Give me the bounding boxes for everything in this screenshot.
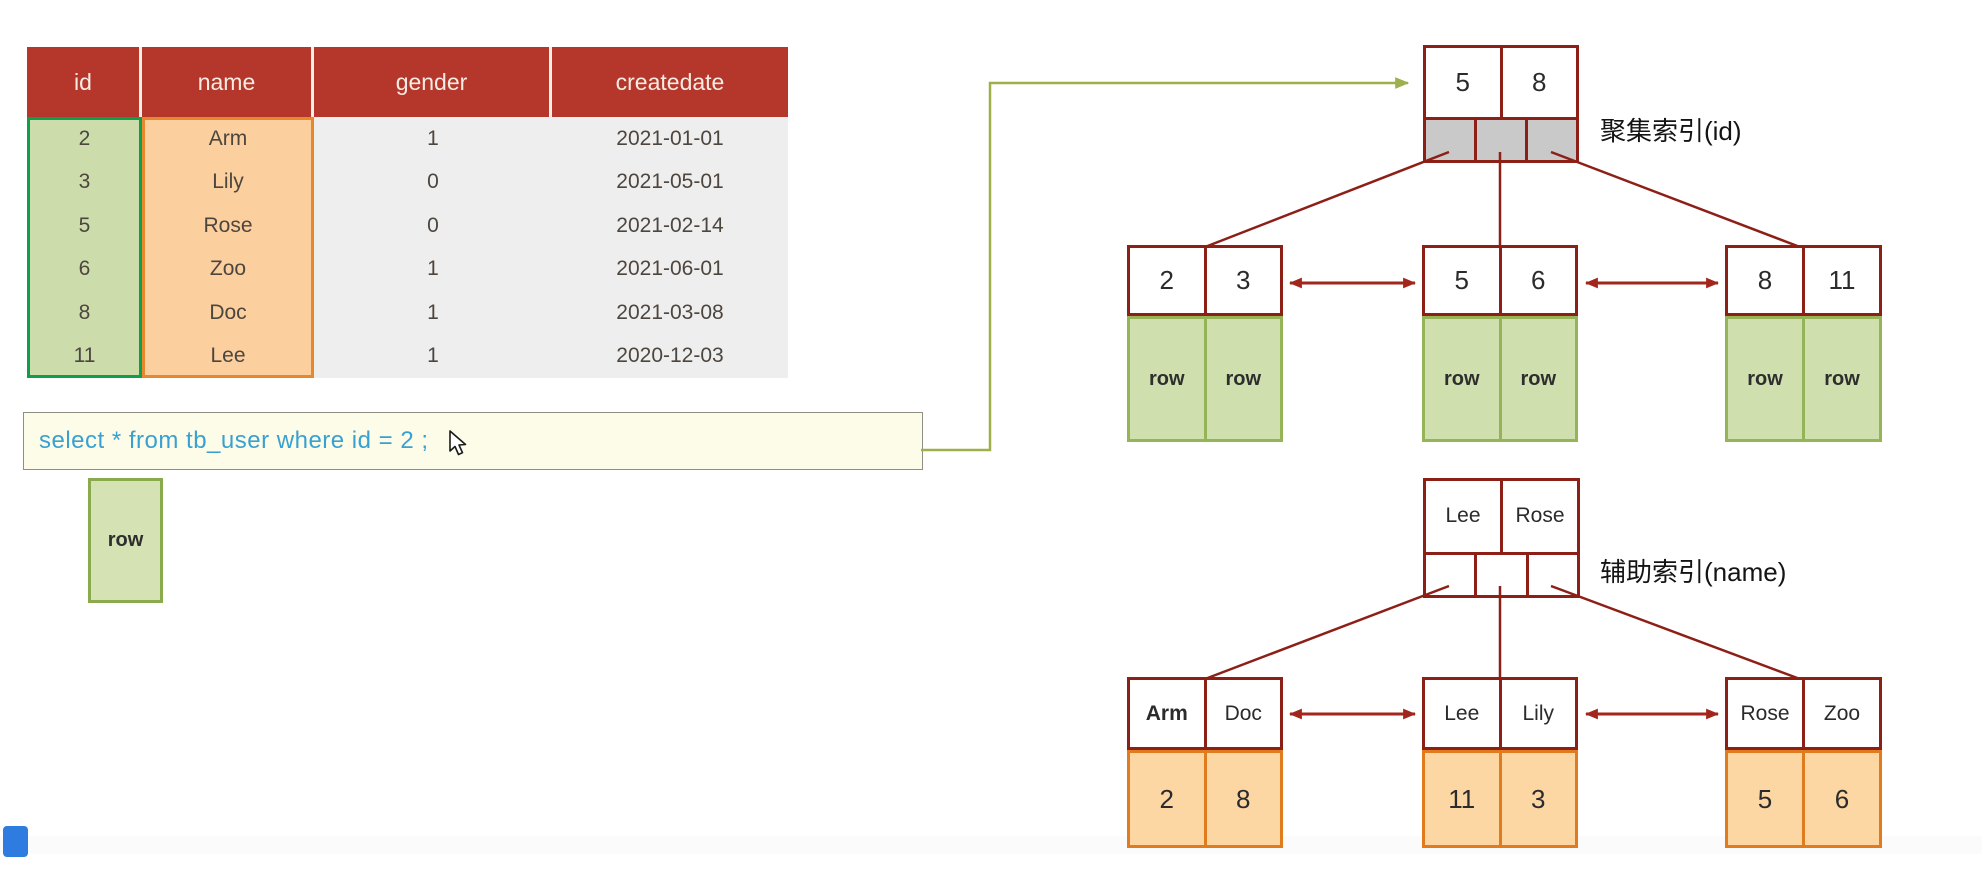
cell-gender: 1 [314, 247, 552, 291]
secondary-leaf-2-keys: Lee Lily [1422, 677, 1578, 750]
cell-name: Lily [142, 160, 314, 204]
pointer-cell [1525, 120, 1576, 160]
corner-decoration [3, 826, 28, 857]
row-cell: row [1747, 367, 1783, 390]
cell-name: Doc [142, 291, 314, 335]
cell-id: 3 [27, 160, 142, 204]
secondary-root-node: Lee Rose [1423, 478, 1580, 598]
cell-id: 6 [27, 247, 142, 291]
clustered-leaf-1-keys: 2 3 [1127, 245, 1283, 316]
cell-id: 11 [27, 334, 142, 378]
cell-date: 2021-03-08 [552, 291, 788, 335]
table-row: 5 Rose 0 2021-02-14 [27, 204, 788, 248]
secondary-leaf-1-keys: Arm Doc [1127, 677, 1283, 750]
cell-id: 5 [27, 204, 142, 248]
key-cell: 6 [1498, 248, 1576, 313]
cell-date: 2021-01-01 [552, 117, 788, 161]
clustered-root-keys: 5 8 [1426, 48, 1577, 118]
cell-gender: 0 [314, 204, 552, 248]
cell-date: 2020-12-03 [552, 334, 788, 378]
secondary-root-pointers [1426, 551, 1577, 595]
pointer-cell [1426, 120, 1474, 160]
secondary-index-label: 辅助索引(name) [1600, 557, 1787, 587]
secondary-leaf-3-values: 5 6 [1725, 750, 1882, 848]
pointer-cell [1426, 554, 1475, 595]
clustered-leaf-2-rows: row row [1422, 316, 1578, 442]
key-cell: Arm [1145, 701, 1188, 725]
sql-query-box: select * from tb_user where id = 2 ; [23, 412, 923, 470]
row-cell: row [1203, 319, 1281, 439]
key-cell: 8 [1757, 265, 1773, 295]
key-cell: Lee [1445, 504, 1481, 528]
clustered-leaf-2-keys: 5 6 [1422, 245, 1578, 316]
column-header-gender: gender [314, 47, 552, 117]
cell-date: 2021-05-01 [552, 160, 788, 204]
cell-name: Rose [142, 204, 314, 248]
secondary-root-keys: Lee Rose [1426, 481, 1577, 552]
pointer-cell [1474, 120, 1525, 160]
key-cell: Lily [1498, 680, 1576, 747]
column-header-id: id [27, 47, 142, 117]
value-cell: 3 [1498, 753, 1576, 845]
secondary-leaf-3-keys: Rose Zoo [1725, 677, 1882, 750]
secondary-leaf-1-values: 2 8 [1127, 750, 1283, 848]
row-cell: row [1802, 319, 1879, 439]
key-cell: 8 [1499, 48, 1577, 118]
key-cell: Lee [1444, 701, 1480, 725]
key-cell: 11 [1802, 248, 1879, 313]
key-cell: 5 [1455, 67, 1470, 98]
cell-gender: 1 [314, 117, 552, 161]
clustered-root-pointers [1426, 117, 1576, 160]
table-header-row: id name gender createdate [27, 47, 788, 117]
key-cell: Rose [1740, 701, 1790, 725]
clustered-root-node: 5 8 [1423, 45, 1579, 163]
row-cell: row [1148, 367, 1185, 390]
cell-name: Arm [142, 117, 314, 161]
mouse-cursor-icon [449, 430, 467, 456]
cell-gender: 1 [314, 334, 552, 378]
secondary-tree-edges [1204, 584, 1801, 681]
row-cell: row [1443, 367, 1480, 390]
column-header-name: name [142, 47, 314, 117]
key-cell: Rose [1500, 481, 1577, 552]
cell-gender: 1 [314, 291, 552, 335]
row-cell: row [1498, 319, 1576, 439]
sql-query-text: select * from tb_user where id = 2 ; [39, 427, 429, 454]
cell-name: Lee [142, 334, 314, 378]
key-cell: Doc [1203, 680, 1281, 747]
pointer-cell [1525, 554, 1577, 595]
cell-date: 2021-02-14 [552, 204, 788, 248]
table-body: 2 Arm 1 2021-01-01 3 Lily 0 2021-05-01 5… [27, 117, 788, 378]
key-cell: 2 [1159, 265, 1174, 295]
value-cell: 2 [1159, 783, 1174, 814]
value-cell: 11 [1448, 783, 1476, 814]
value-cell: 5 [1757, 783, 1773, 814]
user-table: id name gender createdate 2 Arm 1 2021-0… [27, 47, 788, 378]
clustered-leaf-3-keys: 8 11 [1725, 245, 1882, 316]
clustered-leaf-1-rows: row row [1127, 316, 1283, 442]
table-row: 6 Zoo 1 2021-06-01 [27, 247, 788, 291]
bottom-faint-band [0, 836, 1982, 854]
column-header-createdate: createdate [552, 47, 788, 117]
cell-name: Zoo [142, 247, 314, 291]
table-row: 11 Lee 1 2020-12-03 [27, 334, 788, 378]
pointer-cell [1474, 554, 1526, 595]
clustered-tree-edges [1204, 150, 1801, 249]
clustered-index-label: 聚集索引(id) [1600, 116, 1742, 146]
clustered-leaf-3-rows: row row [1725, 316, 1882, 442]
cell-id: 8 [27, 291, 142, 335]
cell-gender: 0 [314, 160, 552, 204]
key-cell: Zoo [1802, 680, 1879, 747]
result-row-box: row [88, 478, 163, 603]
value-cell: 8 [1203, 753, 1281, 845]
secondary-leaf-2-values: 11 3 [1422, 750, 1578, 848]
table-row: 3 Lily 0 2021-05-01 [27, 160, 788, 204]
cell-id: 2 [27, 117, 142, 161]
key-cell: 5 [1454, 265, 1469, 295]
table-row: 2 Arm 1 2021-01-01 [27, 117, 788, 161]
key-cell: 3 [1203, 248, 1281, 313]
table-row: 8 Doc 1 2021-03-08 [27, 291, 788, 335]
value-cell: 6 [1802, 753, 1879, 845]
cell-date: 2021-06-01 [552, 247, 788, 291]
